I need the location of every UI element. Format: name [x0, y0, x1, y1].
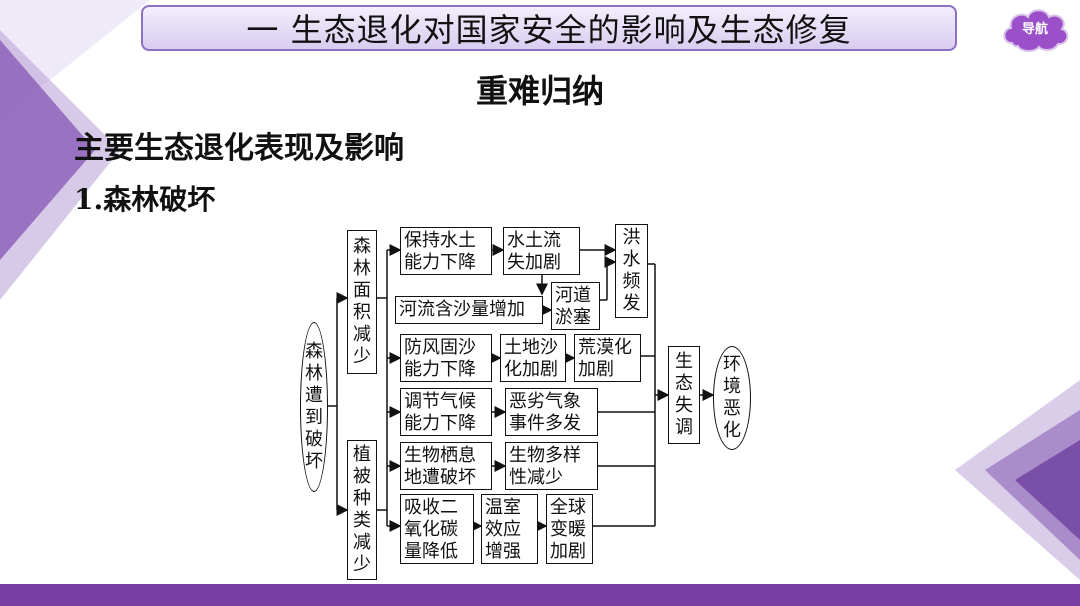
node-result: 环境恶化	[713, 346, 751, 450]
main-heading: 主要生态退化表现及影响	[74, 131, 404, 166]
node-branch-species: 植被种类减少	[347, 440, 377, 580]
node-extreme-weather: 恶劣气象 事件多发	[505, 388, 598, 436]
bottom-bar	[0, 584, 1080, 606]
node-branch-area: 森林面积减少	[347, 230, 377, 374]
node-root: 森林遭到破坏	[300, 322, 328, 492]
node-warming: 全球 变暖 加剧	[546, 494, 593, 564]
node-desertification: 荒漠化 加剧	[574, 334, 641, 382]
page-title-bar: 一 生态退化对国家安全的影响及生态修复	[141, 5, 957, 51]
node-co2: 吸收二 氧化碳 量降低	[400, 494, 474, 564]
node-habitat: 生物栖息 地遭破坏	[400, 442, 492, 490]
nav-button[interactable]: 导航	[998, 3, 1072, 55]
node-sediment: 河流含沙量增加	[395, 296, 543, 324]
section-heading: 重难归纳	[475, 72, 604, 110]
node-flood: 洪水频发	[615, 224, 648, 318]
node-sandification: 土地沙 化加剧	[500, 334, 566, 382]
sub-heading: 1.森林破坏	[74, 183, 216, 216]
node-greenhouse: 温室 效应 增强	[481, 494, 538, 564]
node-biodiversity: 生物多样 性减少	[505, 442, 598, 490]
page-title: 一 生态退化对国家安全的影响及生态修复	[246, 11, 852, 49]
node-erosion: 水土流 失加剧	[503, 227, 580, 275]
node-imbalance: 生态失调	[668, 346, 700, 444]
node-silting: 河道 淤塞	[551, 282, 600, 330]
node-climate: 调节气候 能力下降	[400, 388, 492, 436]
node-windbreak: 防风固沙 能力下降	[400, 334, 492, 382]
node-soil-retention: 保持水土 能力下降	[400, 227, 492, 275]
cloud-icon	[1003, 9, 1069, 52]
nav-label: 导航	[1021, 22, 1048, 37]
